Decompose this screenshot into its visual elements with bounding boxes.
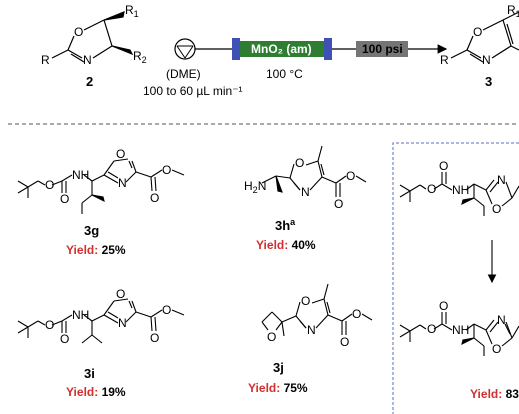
- 3i-ring-n: N: [118, 316, 127, 330]
- oxazole-o-atom: O: [473, 25, 482, 39]
- reactant-label: 2: [86, 74, 93, 89]
- 3k-precursor-o: O: [427, 182, 436, 196]
- 3k-precursor-n: N: [497, 173, 506, 187]
- structure-3h: [261, 145, 367, 197]
- flow-rate: 100 to 60 µL min⁻¹: [143, 84, 243, 98]
- oxazole-n-atom: N: [482, 53, 491, 67]
- 3h-ester-o: O: [334, 197, 343, 211]
- 3j-ring-n: N: [307, 323, 316, 337]
- 3k-carbonyl-o: O: [439, 299, 448, 313]
- 3g-o-atom: O: [45, 178, 54, 192]
- structure-3j: [261, 283, 373, 337]
- 3k-yield: Yield: 83%: [470, 387, 519, 401]
- 3k-o-atom: O: [427, 322, 436, 336]
- 3h-ring-n: N: [301, 185, 310, 199]
- 3h-amine: H2N: [244, 179, 266, 195]
- 3k-ring-o: O: [492, 342, 501, 356]
- 3j-yield: Yield: 75%: [248, 381, 308, 395]
- structure-3k: [399, 312, 519, 356]
- pump-solvent: (DME): [166, 67, 201, 81]
- product-oxazole: [450, 11, 519, 63]
- 3i-label: 3i: [84, 366, 95, 381]
- 3h-ester-ome: O: [346, 169, 355, 183]
- oxazole-r1-group: R1: [507, 3, 519, 19]
- 3h-label: 3ha: [275, 217, 296, 233]
- 3g-ring-o: O: [116, 147, 125, 161]
- 3i-yield: Yield: 19%: [66, 385, 126, 399]
- 3k-precursor-nh: NH: [452, 183, 469, 197]
- 3j-ester-o: O: [340, 335, 349, 349]
- 3i-o-atom: O: [45, 318, 54, 332]
- 3g-ring-n: N: [118, 176, 127, 190]
- 3i-ester-o: O: [150, 331, 159, 345]
- structure-3i: [17, 298, 185, 344]
- 3i-nh: NH: [72, 308, 89, 322]
- 3k-precursor-ring-o: O: [492, 202, 501, 216]
- oxazoline-r2-group: R2: [133, 49, 147, 65]
- product-label: 3: [485, 74, 492, 89]
- 3j-oxetane-o: O: [267, 330, 276, 344]
- column-label: MnO₂ (am): [251, 42, 312, 56]
- oxazoline-o-atom: O: [74, 25, 83, 39]
- 3j-ring-o: O: [301, 294, 310, 308]
- mno2-column: [232, 38, 332, 60]
- oxazole-r-group: R: [440, 53, 449, 67]
- 3i-ester-ome: O: [162, 303, 171, 317]
- 3g-nh: NH: [72, 168, 89, 182]
- 3g-ester-o: O: [150, 191, 159, 205]
- 3g-label: 3g: [84, 223, 99, 238]
- oxazoline-n-atom: N: [83, 53, 92, 67]
- 3h-yield: Yield: 40%: [256, 238, 316, 252]
- 3j-label: 3j: [273, 360, 284, 375]
- pressure-regulator: [356, 41, 408, 57]
- cascade-box-border: [392, 142, 519, 414]
- 3g-carbonyl-o: O: [60, 192, 69, 206]
- 3i-ring-o: O: [116, 287, 125, 301]
- 3g-yield: Yield: 25%: [66, 243, 126, 257]
- 3k-ring-n: N: [497, 313, 506, 327]
- 3i-carbonyl-o: O: [60, 332, 69, 346]
- pump-icon: [174, 38, 196, 60]
- structure-3k-precursor: [399, 172, 519, 216]
- 3g-ester-ome: O: [162, 163, 171, 177]
- structure-3g: [17, 158, 185, 214]
- pressure-label: 100 psi: [362, 42, 403, 56]
- oxazoline-r1-group: R1: [125, 3, 139, 19]
- 3k-nh: NH: [452, 323, 469, 337]
- 3k-precursor-carbonyl-o: O: [439, 159, 448, 173]
- column-temperature: 100 °C: [266, 67, 303, 81]
- reactant-oxazoline: [51, 11, 134, 63]
- oxazoline-r-group: R: [41, 53, 50, 67]
- 3h-ring-o: O: [295, 156, 304, 170]
- 3j-ester-ome: O: [352, 307, 361, 321]
